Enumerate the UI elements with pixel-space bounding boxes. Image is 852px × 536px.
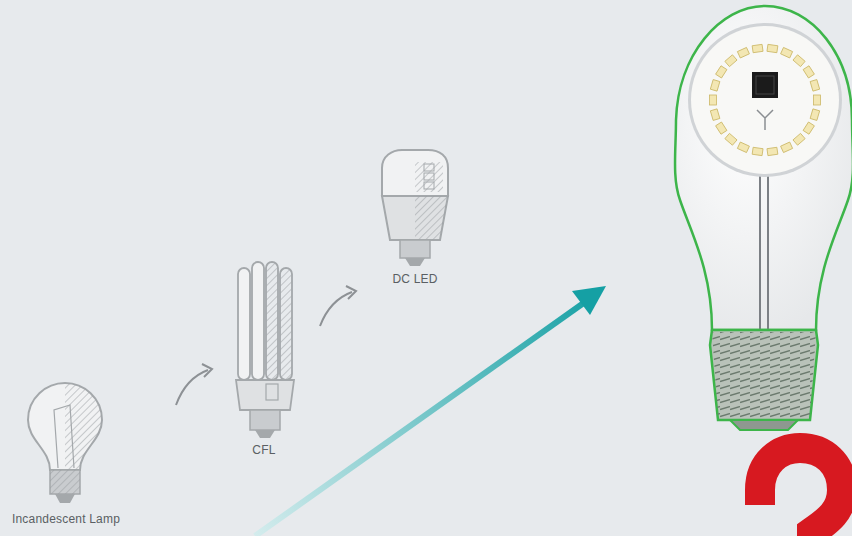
ac-led-bulb xyxy=(675,6,852,430)
lamp-label: Incandescent Lamp xyxy=(12,512,120,526)
lamp-label: DC LED xyxy=(392,272,437,286)
lamp-label: CFL xyxy=(252,443,275,457)
progress-arrow xyxy=(176,286,356,405)
leap-arrow xyxy=(255,286,606,536)
cfl-lamp xyxy=(236,262,294,438)
question-mark xyxy=(760,448,842,536)
incandescent-lamp xyxy=(28,383,102,503)
dc-led-lamp xyxy=(382,150,448,266)
